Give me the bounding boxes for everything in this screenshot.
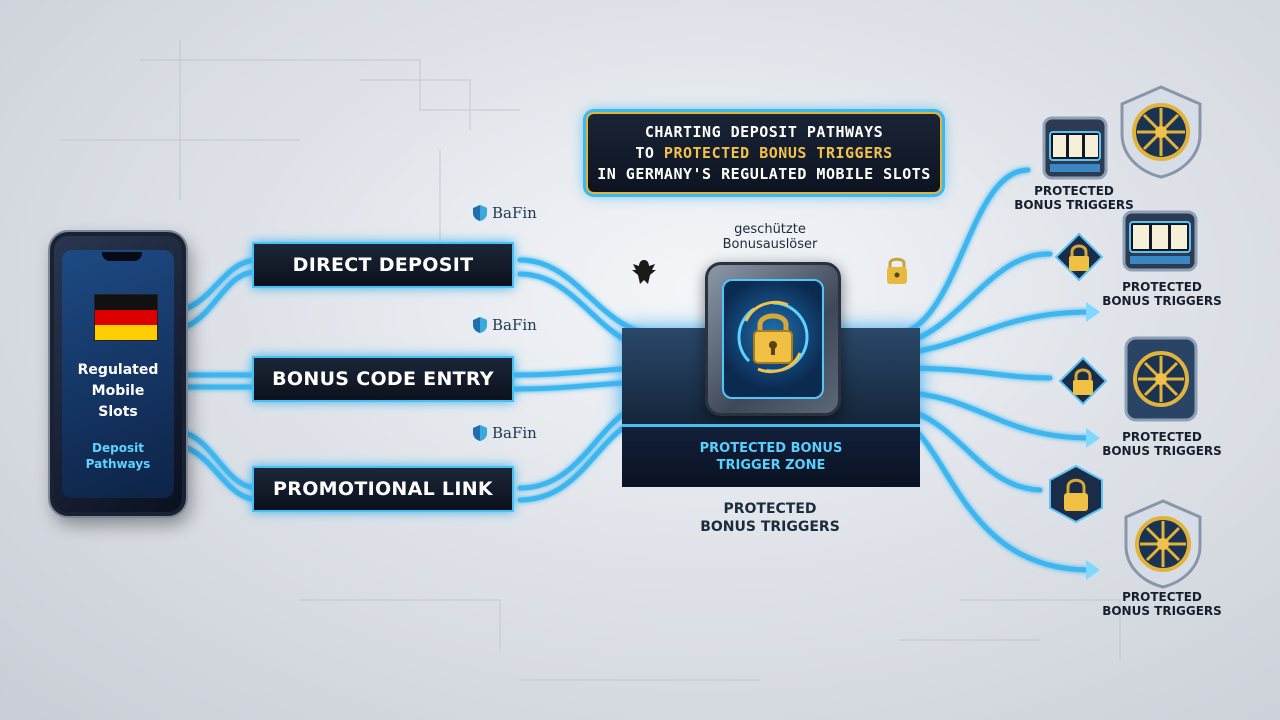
protected-bonus-label-line: Protected xyxy=(1122,430,1202,444)
trigger-zone-label-line: Protected Bonus xyxy=(699,441,843,456)
protected-bonus-label: Protected Bonus Triggers xyxy=(1092,430,1232,458)
vault-icon xyxy=(705,262,841,416)
title-line-3: In Germany's Regulated Mobile Slots xyxy=(597,164,931,183)
title-line-2-prefix: To xyxy=(635,143,664,162)
padlock-icon xyxy=(1058,356,1108,406)
bafin-badge: BaFin xyxy=(472,424,537,442)
center-heading-line: Bonusauslöser xyxy=(722,237,818,252)
phone-subtitle-line: Pathways xyxy=(85,457,151,471)
protected-bonus-label-line: Protected xyxy=(1122,280,1202,294)
phone-notch xyxy=(102,252,142,261)
diagram-title: Charting Deposit Pathways To Protected B… xyxy=(586,112,942,194)
slot-machine-icon xyxy=(1122,210,1198,272)
trigger-zone-label: Protected Bonus Trigger Zone xyxy=(622,424,920,487)
padlock-icon xyxy=(1054,232,1104,282)
protected-bonus-label: Protected Bonus Triggers xyxy=(1092,590,1232,618)
phone-screen: Regulated Mobile Slots Deposit Pathways xyxy=(62,250,174,498)
eagle-emblem-icon xyxy=(632,260,656,284)
slot-machine-icon xyxy=(1042,116,1108,180)
pathway-direct-deposit: Direct Deposit xyxy=(252,242,514,288)
pathway-promotional-link: Promotional Link xyxy=(252,466,514,512)
phone-subtitle: Deposit Pathways xyxy=(62,440,174,472)
phone-title: Regulated Mobile Slots xyxy=(62,360,174,423)
bafin-shield-icon xyxy=(473,425,487,441)
title-line-2: To Protected Bonus Triggers xyxy=(588,143,940,164)
bafin-shield-icon xyxy=(473,205,487,221)
trigger-zone-label-line: Trigger Zone xyxy=(716,458,826,473)
bonus-wheel-icon xyxy=(1120,85,1202,179)
phone-title-line: Mobile xyxy=(91,383,145,399)
bafin-badge: BaFin xyxy=(472,316,537,334)
protected-bonus-label-line: Protected xyxy=(1122,590,1202,604)
bafin-label: BaFin xyxy=(492,204,537,222)
phone-title-line: Slots xyxy=(98,404,138,420)
bafin-label: BaFin xyxy=(492,424,537,442)
pathway-bonus-code-entry: Bonus Code Entry xyxy=(252,356,514,402)
bafin-badge: BaFin xyxy=(472,204,537,222)
bafin-label: BaFin xyxy=(492,316,537,334)
center-subtitle-line: Bonus Triggers xyxy=(700,519,840,535)
center-heading: geschützte Bonusauslöser xyxy=(690,222,850,252)
center-subtitle-line: Protected xyxy=(723,501,817,517)
phone-subtitle-line: Deposit xyxy=(92,441,144,455)
bonus-wheel-icon xyxy=(1124,499,1202,589)
bafin-shield-icon xyxy=(473,317,487,333)
padlock-icon xyxy=(887,257,907,284)
padlock-icon xyxy=(1049,464,1103,524)
bonus-wheel-icon xyxy=(1124,336,1198,422)
center-heading-line: geschützte xyxy=(734,222,806,237)
circular-arrows-icon xyxy=(737,300,809,374)
smartphone-icon: Regulated Mobile Slots Deposit Pathways xyxy=(50,232,186,516)
vault-screen xyxy=(722,279,824,399)
protected-bonus-label-line: Protected xyxy=(1034,184,1114,198)
title-line-1: Charting Deposit Pathways xyxy=(644,122,884,141)
center-subtitle: Protected Bonus Triggers xyxy=(660,500,880,536)
protected-bonus-label: Protected Bonus Triggers xyxy=(1092,280,1232,308)
protected-bonus-label-line: Bonus Triggers xyxy=(1102,444,1222,458)
protected-bonus-label-line: Bonus Triggers xyxy=(1014,198,1134,212)
protected-bonus-label: Protected Bonus Triggers xyxy=(1004,184,1144,212)
phone-title-line: Regulated xyxy=(77,362,159,378)
protected-bonus-label-line: Bonus Triggers xyxy=(1102,604,1222,618)
title-line-2-accent: Protected Bonus Triggers xyxy=(663,143,893,162)
protected-bonus-label-line: Bonus Triggers xyxy=(1102,294,1222,308)
germany-flag-icon xyxy=(94,294,158,341)
